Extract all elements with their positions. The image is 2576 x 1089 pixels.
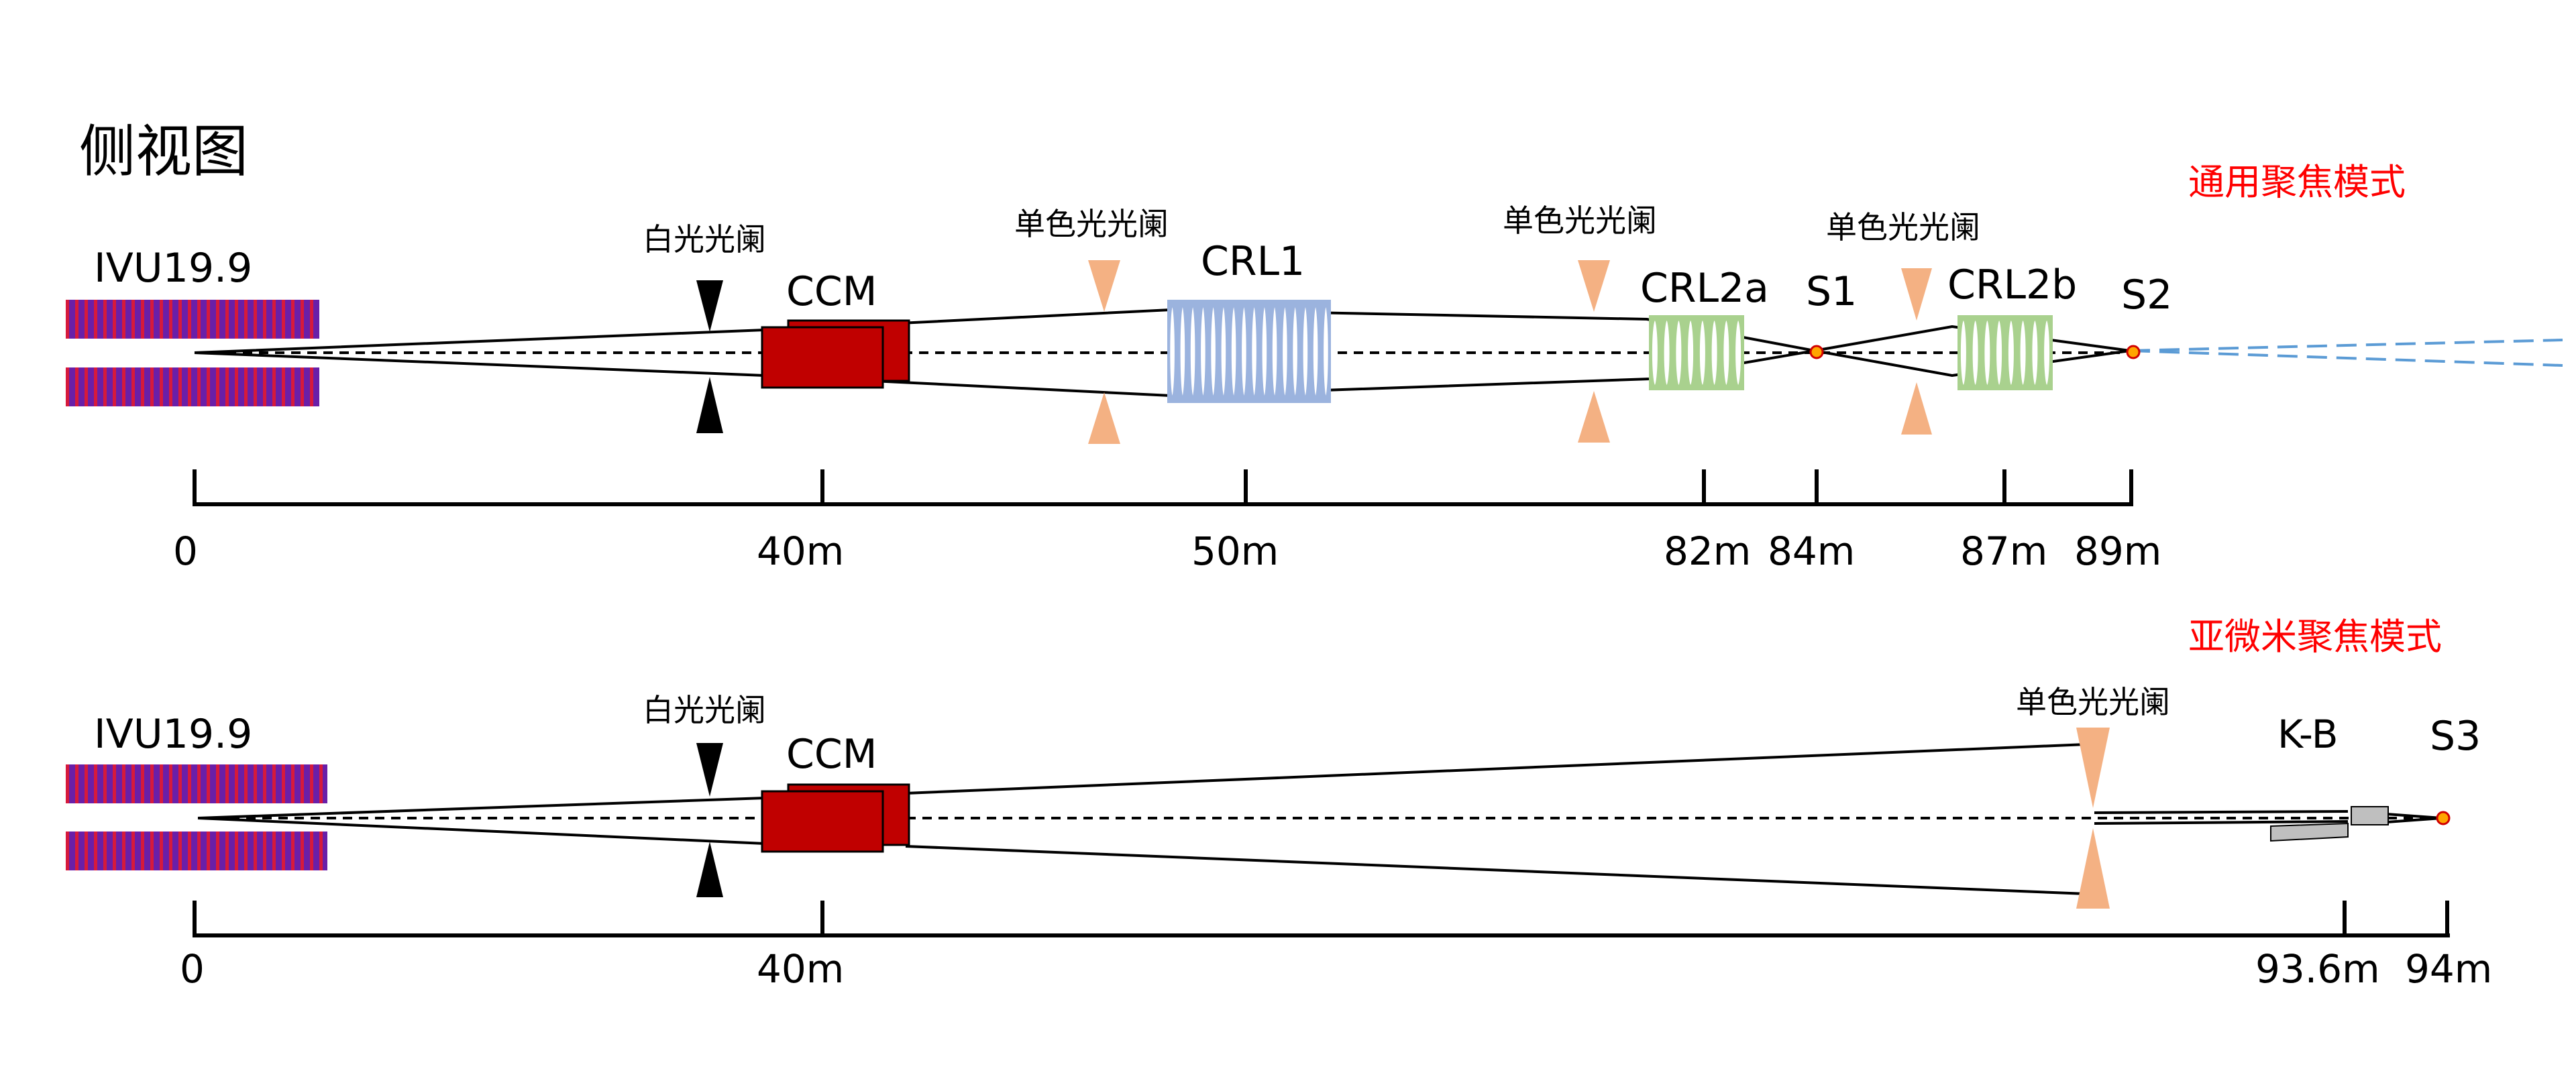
top-tick-label: 0 [173, 528, 198, 574]
bottom-mono-aperture-label: 单色光光阑 [2016, 684, 2170, 720]
lens-element [1710, 319, 1719, 387]
top-ccm-icon [761, 319, 910, 389]
top-mono-aperture-3-label: 单色光光阑 [1826, 209, 1980, 245]
bottom-s3-label: S3 [2430, 713, 2481, 760]
top-undulator-icon [66, 300, 319, 406]
lens-element [1260, 305, 1269, 398]
lens-element [1959, 319, 1968, 387]
top-s1-label: S1 [1806, 268, 1857, 315]
lens-element [1686, 319, 1695, 387]
top-tick-label: 50m [1191, 528, 1279, 574]
top-mono-aperture-2-icon [1578, 260, 1610, 443]
bottom-beam-envelope [197, 743, 2443, 895]
top-beamline: 通用聚焦模式 IVU19.9 白光光阑 CCM [66, 161, 2563, 574]
top-tick-label: 89m [2074, 528, 2161, 574]
lens-element [1271, 305, 1279, 398]
lens-element [2019, 319, 2027, 387]
top-s1-focus-icon [1809, 345, 1824, 359]
lens-element [1210, 305, 1217, 398]
lens-element [1698, 319, 1707, 387]
top-mono-aperture-1-icon [1088, 260, 1120, 444]
lens-element [1291, 305, 1299, 398]
lens-element [1169, 305, 1176, 398]
bottom-ccm-label: CCM [786, 731, 877, 778]
top-source-label: IVU19.9 [94, 245, 252, 292]
diagram-title: 侧视图 [79, 119, 248, 184]
top-white-aperture-label: 白光光阑 [643, 221, 766, 257]
bottom-tick-label: 93.6m [2255, 946, 2380, 992]
top-tick-label: 84m [1768, 528, 1855, 574]
top-mono-aperture-1-label: 单色光光阑 [1014, 206, 1169, 242]
lens-element [1662, 319, 1671, 387]
bottom-kb-mirror-icon [2270, 806, 2389, 842]
lens-element [1322, 305, 1330, 398]
bottom-white-aperture-icon [696, 743, 723, 897]
bottom-undulator-icon [66, 764, 327, 870]
lens-element [1281, 305, 1289, 398]
bottom-tick-label: 0 [180, 946, 205, 992]
top-tick-label: 82m [1664, 528, 1751, 574]
top-ccm-label: CCM [786, 268, 877, 315]
bottom-mode-label: 亚微米聚焦模式 [2188, 616, 2442, 658]
bottom-tick-labels: 0 40m 93.6m 94m [180, 946, 2492, 992]
bottom-tick-label: 94m [2405, 946, 2492, 992]
bottom-tick-label: 40m [757, 946, 844, 992]
bottom-beamline: 亚微米聚焦模式 IVU19.9 白光光阑 [66, 616, 2492, 992]
lens-element [2043, 319, 2051, 387]
lens-element [1220, 305, 1228, 398]
top-mono-aperture-3-icon [1901, 268, 1932, 435]
top-tick-labels: 0 40m 50m 82m 84m 87m 89m [173, 528, 2161, 574]
bottom-s3-focus-icon [2436, 811, 2451, 825]
top-mode-label: 通用聚焦模式 [2188, 161, 2406, 203]
top-s2-focus-icon [2126, 345, 2141, 359]
lens-element [1189, 305, 1197, 398]
lens-element [1995, 319, 2004, 387]
top-crl2b-icon [1957, 315, 2053, 390]
lens-element [1301, 305, 1309, 398]
bottom-kb-label: K-B [2277, 711, 2339, 757]
bottom-mono-aperture-icon [2076, 728, 2110, 909]
top-divergent-beam [2129, 339, 2563, 367]
lens-element [1674, 319, 1683, 387]
bottom-white-aperture-label: 白光光阑 [643, 692, 766, 728]
top-s2-label: S2 [2121, 272, 2172, 319]
lens-element [1230, 305, 1238, 398]
top-tick-label: 87m [1960, 528, 2047, 574]
lens-element [1250, 305, 1258, 398]
lens-element [1734, 319, 1743, 387]
lens-element [1983, 319, 1992, 387]
lens-element [2031, 319, 2039, 387]
lens-element [1179, 305, 1187, 398]
top-tick-label: 40m [757, 528, 844, 574]
lens-element [1311, 305, 1320, 398]
lens-element [1199, 305, 1207, 398]
top-distance-axis [193, 469, 2133, 506]
lens-element [1240, 305, 1248, 398]
top-crl2a-icon [1649, 315, 1744, 390]
bottom-distance-axis [193, 901, 2450, 937]
lens-element [1971, 319, 1980, 387]
top-crl1-icon [1167, 300, 1331, 403]
top-crl2b-label: CRL2b [1947, 262, 2077, 308]
lens-element [1650, 319, 1659, 387]
lens-element [2006, 319, 2015, 387]
top-white-aperture-icon [696, 280, 723, 433]
bottom-source-label: IVU19.9 [94, 711, 252, 758]
top-crl1-label: CRL1 [1201, 238, 1305, 285]
top-mono-aperture-2-label: 单色光光阑 [1503, 203, 1657, 239]
bottom-ccm-icon [761, 783, 910, 853]
lens-element [1722, 319, 1731, 387]
top-crl2a-label: CRL2a [1640, 265, 1769, 312]
